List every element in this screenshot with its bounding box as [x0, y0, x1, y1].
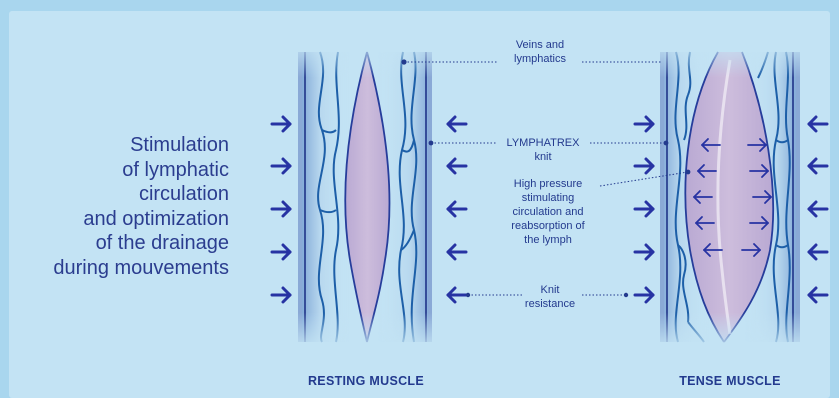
pressure-label-line-4: reabsorption of — [511, 220, 585, 232]
tense-right-arrow-3 — [809, 202, 827, 216]
resistance-label-line-2: resistance — [525, 298, 575, 310]
resting-right-arrow-2 — [448, 159, 466, 173]
resting-left-arrow-4 — [272, 245, 290, 259]
veins-label-line-1: Veins and — [516, 39, 564, 51]
tense-muscle-caption: TENSE MUSCLE — [679, 374, 781, 388]
resting-right-arrow-5 — [448, 288, 466, 302]
pressure-label-line-2: stimulating — [522, 192, 575, 204]
tense-left-arrow-3 — [635, 202, 653, 216]
knit-label-line-2: knit — [534, 151, 551, 163]
resistance-dot-left — [466, 293, 470, 297]
tense-left-arrow-1 — [635, 117, 653, 131]
resting-left-arrow-5 — [272, 288, 290, 302]
resting-right-arrow-4 — [448, 245, 466, 259]
resting-muscle-diagram — [298, 52, 432, 342]
resting-right-arrow-1 — [448, 117, 466, 131]
tense-muscle-diagram — [660, 52, 800, 342]
tense-right-arrow-4 — [809, 245, 827, 259]
resting-left-arrow-2 — [272, 159, 290, 173]
resting-left-arrow-3 — [272, 202, 290, 216]
tense-left-arrow-5 — [635, 288, 653, 302]
tense-right-arrow-1 — [809, 117, 827, 131]
resting-left-knit-band — [300, 52, 350, 342]
tense-right-arrow-2 — [809, 159, 827, 173]
resting-muscle-caption: RESTING MUSCLE — [308, 374, 424, 388]
resistance-dot-right — [624, 293, 628, 297]
tense-right-arrow-5 — [809, 288, 827, 302]
tense-left-arrow-4 — [635, 245, 653, 259]
resting-right-arrow-3 — [448, 202, 466, 216]
tense-left-wall — [660, 52, 664, 342]
resting-left-arrow-1 — [272, 117, 290, 131]
pressure-label-line-1: High pressure — [514, 178, 582, 190]
resistance-label-line-1: Knit — [541, 284, 560, 296]
tense-left-arrow-2 — [635, 159, 653, 173]
pressure-pointer-dot — [686, 170, 691, 175]
pressure-label-line-3: circulation and — [513, 206, 584, 218]
knit-label-line-1: LYMPHATREX — [507, 137, 581, 149]
pressure-label-line-5: the lymph — [524, 234, 572, 246]
resting-left-wall — [298, 52, 302, 342]
tense-right-wall — [796, 52, 800, 342]
veins-label-line-2: lymphatics — [514, 53, 566, 65]
resting-right-wall — [428, 52, 432, 342]
